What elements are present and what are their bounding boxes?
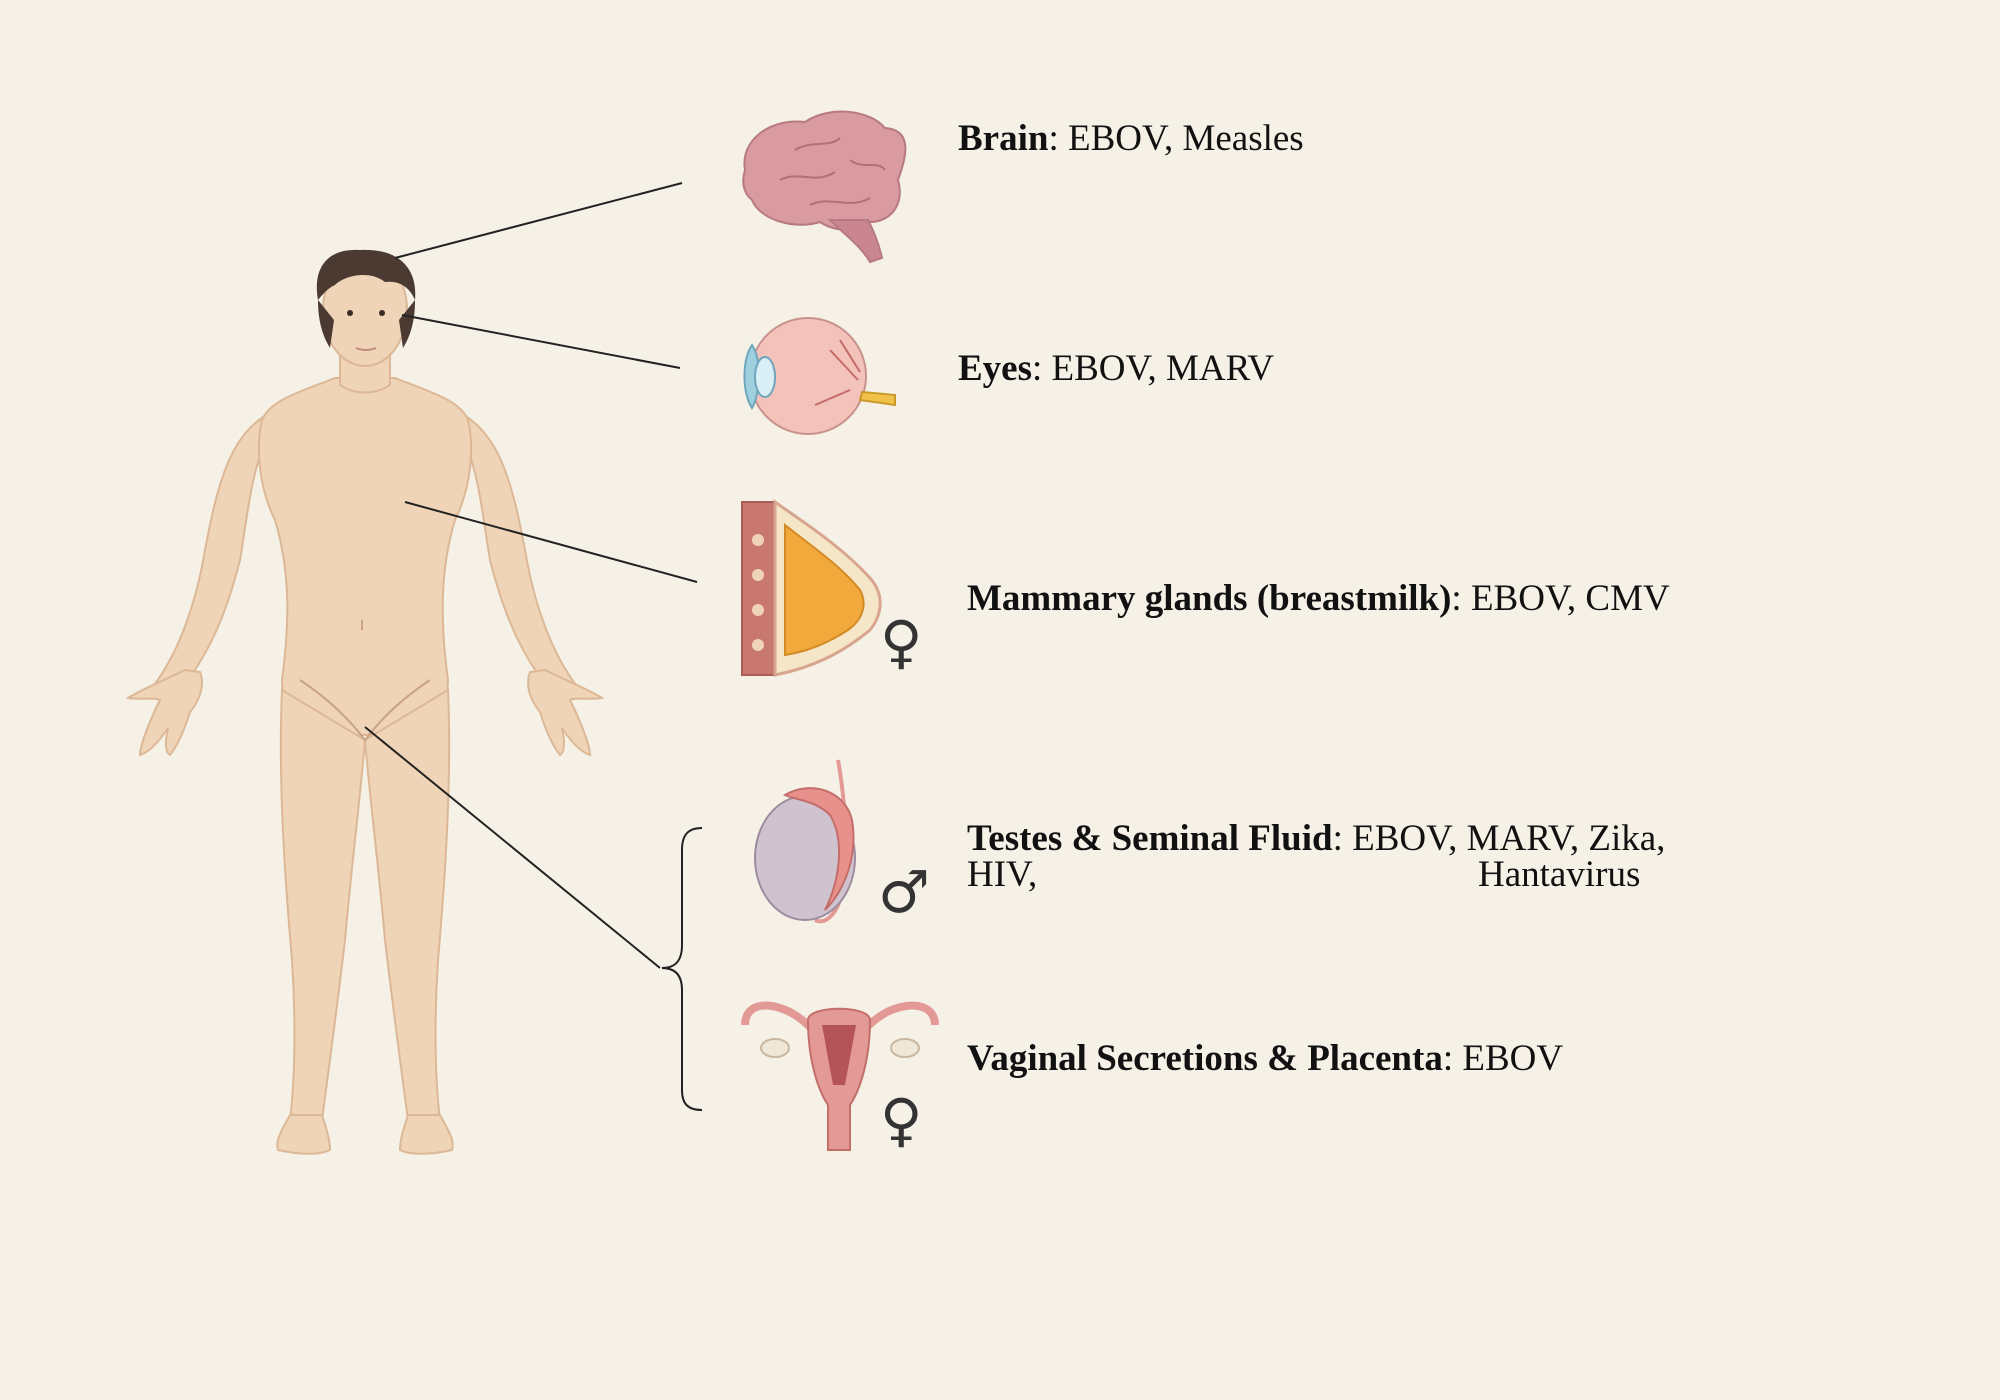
connector-eyes [401,314,681,369]
virus-list: EBOV [1462,1038,1564,1079]
label-brain: Brain: EBOV, Measles [958,120,1304,157]
male-symbol-testes: ♂ [878,858,930,926]
left-foot [276,1114,332,1155]
breast-illustration [741,499,882,677]
separator: : [1442,1038,1463,1079]
connector-lines [364,182,703,1111]
virus-list: EBOV, MARV [1051,348,1275,389]
reproductive-bracket [661,827,703,1111]
separator: : [1032,348,1052,389]
label-testes: Testes & Seminal Fluid: EBOV, MARV, Zika… [967,820,1665,857]
separator: : [1048,118,1068,159]
separator: : [1451,578,1471,619]
hair [316,249,416,300]
organ-name: Mammary glands (breastmilk) [967,578,1452,619]
connector-mammary [404,501,698,583]
right-foot [398,1114,454,1155]
right-hand [527,668,605,757]
uterus-illustration [741,1001,939,1151]
female-symbol-placenta: ♀ [880,1086,922,1154]
organ-name: Brain [958,118,1049,159]
female-symbol-mammary: ♀ [880,608,922,676]
brain-illustration [742,110,907,264]
right-eye-dot [379,310,385,316]
left-leg [279,688,367,1121]
organ-name: Testes & Seminal Fluid [967,818,1333,859]
connector-brain [394,182,683,259]
label-eyes: Eyes: EBOV, MARV [958,350,1274,387]
virus-list: EBOV, Measles [1068,118,1304,159]
organ-name: Vaginal Secretions & Placenta [967,1038,1443,1079]
left-eye-dot [347,310,353,316]
right-leg [363,688,451,1121]
separator: : [1332,818,1353,859]
label-testes-line2a: HIV, [967,854,1038,895]
virus-list: EBOV, MARV, Zika, [1352,818,1666,859]
eye-illustration [743,317,896,435]
label-mammary: Mammary glands (breastmilk): EBOV, CMV [967,580,1670,617]
human-body-figure [125,249,605,1155]
virus-list: EBOV, CMV [1470,578,1670,619]
label-vaginal-placenta: Vaginal Secretions & Placenta: EBOV [967,1040,1563,1077]
torso [257,377,473,736]
mouth [355,347,377,351]
testis-illustration [754,759,856,924]
hair-side [318,300,415,348]
organ-name: Eyes [958,348,1032,389]
label-testes-line2b: Hantavirus [1478,854,1641,895]
connector-reproductive [364,726,661,969]
left-hand [125,668,203,757]
groin-line [299,679,431,742]
